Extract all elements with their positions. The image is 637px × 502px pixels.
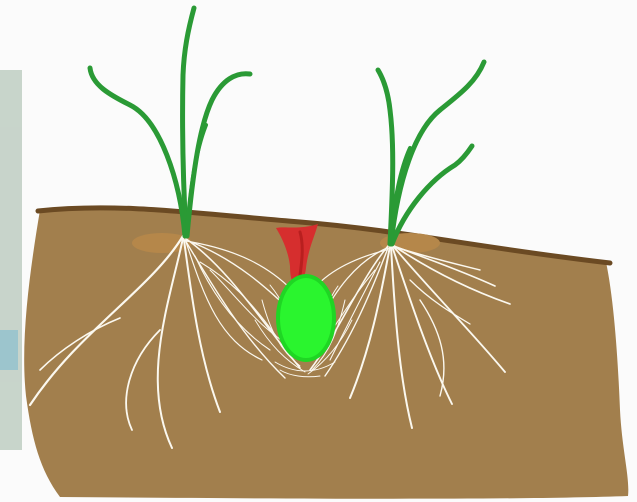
photo-fringe: [0, 70, 22, 450]
grass-blade: [378, 70, 393, 244]
photo-fringe-patch: [0, 330, 18, 370]
photo-fringe-patch: [0, 150, 12, 210]
photo-fringe-strip: [0, 70, 22, 450]
green-bulb: [276, 274, 336, 362]
green-bulb-core: [280, 278, 332, 358]
left-grass-plant: [90, 8, 250, 236]
right-grass-plant: [378, 62, 484, 244]
